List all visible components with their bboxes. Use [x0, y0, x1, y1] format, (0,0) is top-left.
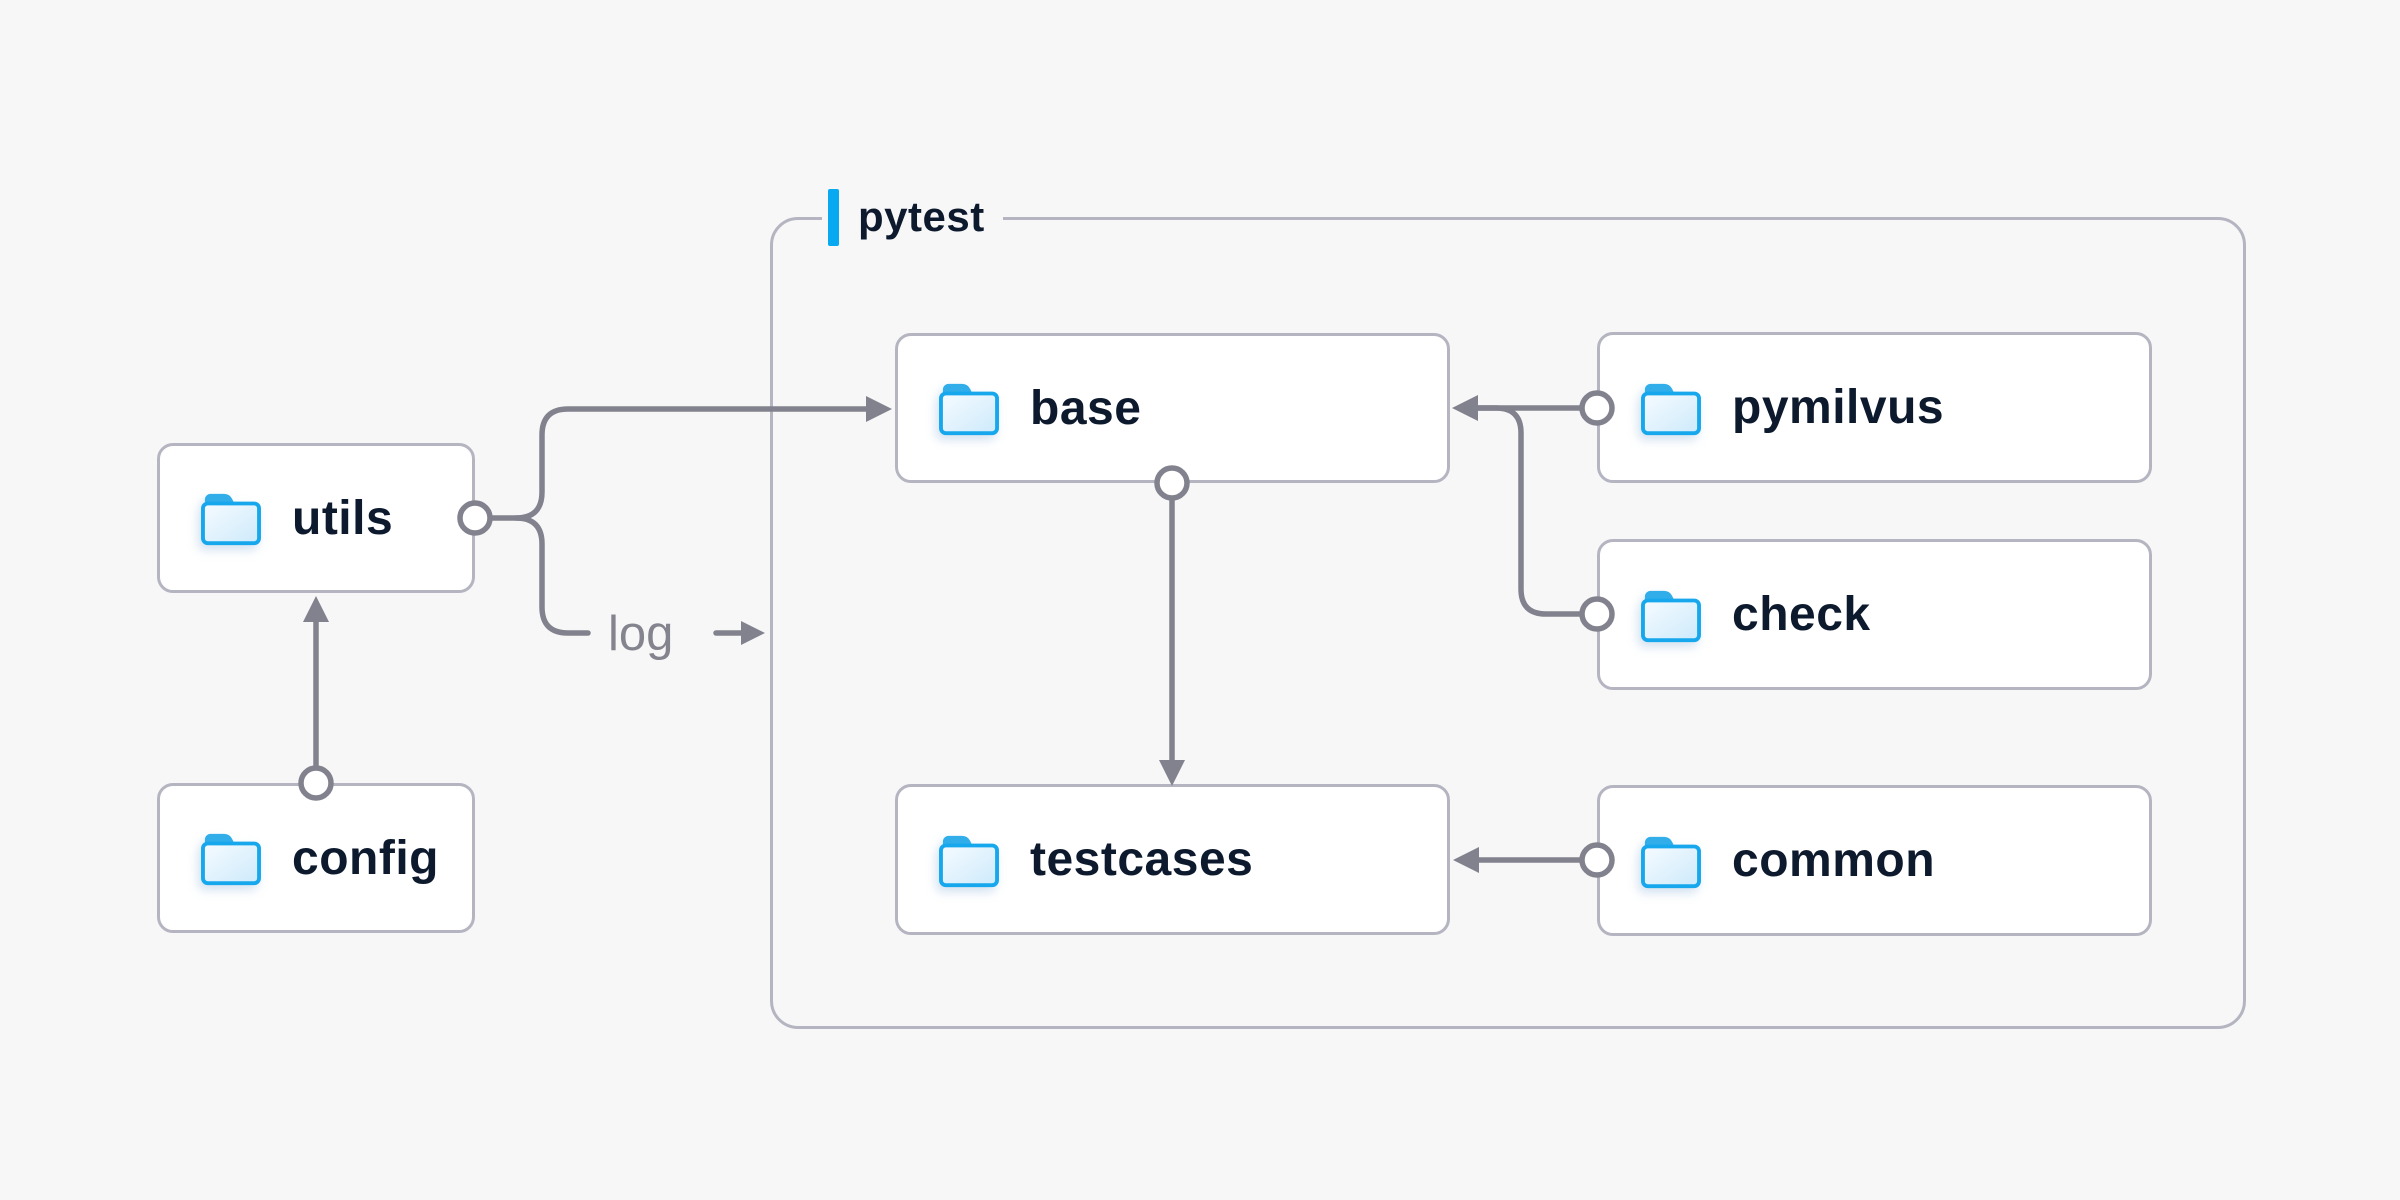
node-config: config — [157, 783, 475, 933]
node-testcases-label: testcases — [1030, 833, 1254, 886]
folder-icon — [1641, 590, 1701, 642]
arrowhead-config-utils — [303, 596, 329, 622]
folder-icon — [939, 835, 999, 887]
pytest-container — [770, 217, 2246, 1029]
node-common-label: common — [1732, 834, 1936, 887]
node-utils-label: utils — [292, 491, 394, 545]
node-config-label: config — [292, 831, 439, 885]
node-check: check — [1597, 539, 2152, 690]
node-base: base — [895, 333, 1450, 483]
node-pymilvus-label: pymilvus — [1732, 381, 1945, 434]
log-label: log — [608, 607, 673, 661]
folder-icon — [939, 383, 999, 436]
pytest-label: pytest — [822, 186, 1003, 248]
node-check-label: check — [1732, 588, 1871, 641]
folder-icon — [1641, 836, 1701, 888]
node-utils: utils — [157, 443, 475, 593]
node-testcases: testcases — [895, 784, 1450, 935]
folder-icon — [1641, 383, 1701, 435]
edge-config-utils — [298, 596, 334, 801]
folder-icon — [201, 833, 261, 886]
edge-utils-log: log — [513, 515, 765, 661]
node-common: common — [1597, 785, 2152, 936]
accent-bar — [828, 188, 839, 246]
folder-icon — [201, 493, 261, 546]
node-base-label: base — [1030, 381, 1142, 435]
node-pymilvus: pymilvus — [1597, 332, 2152, 483]
arrowhead-log — [741, 621, 765, 645]
pytest-label-text: pytest — [858, 193, 985, 240]
